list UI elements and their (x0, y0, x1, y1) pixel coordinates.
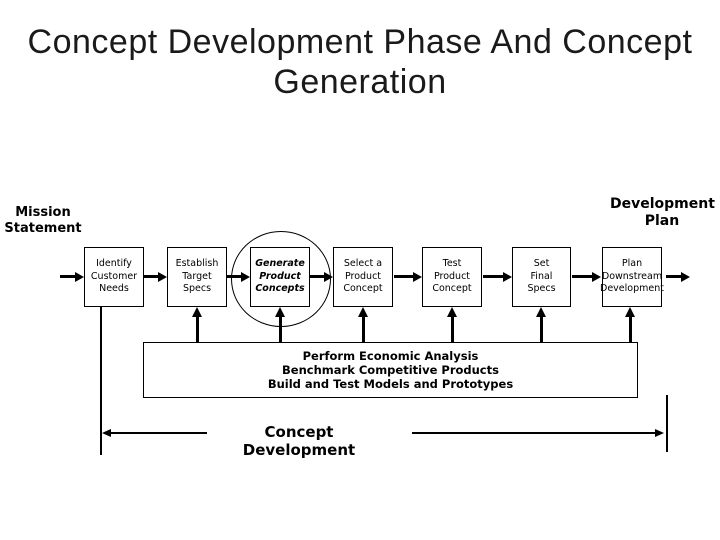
arrow-head-up-icon (625, 307, 635, 317)
arrow-head-right-icon (158, 272, 167, 282)
arrow-stem (572, 275, 592, 278)
arrow-head-right-icon (503, 272, 512, 282)
flow-box-establish-target-specs: Establish Target Specs (167, 247, 227, 307)
page-title: Concept Development Phase And Concept Ge… (0, 22, 720, 102)
flow-box-plan-downstream-development: Plan Downstream Development (600, 247, 664, 307)
arrow-stem (144, 275, 159, 278)
arrow-head-right-icon (655, 429, 664, 437)
arrow-stem (196, 317, 199, 342)
arrow-head-left-icon (102, 429, 111, 437)
support-activities-text: Perform Economic Analysis Benchmark Comp… (267, 349, 514, 391)
support-activities-box: Perform Economic Analysis Benchmark Comp… (143, 342, 638, 398)
flow-box-label: Test Product Concept (432, 258, 472, 295)
arrow-head-up-icon (192, 307, 202, 317)
arrow-head-up-icon (275, 307, 285, 317)
arrow-stem (110, 432, 207, 434)
arrow-head-right-icon (592, 272, 601, 282)
arrow-head-right-icon (241, 272, 250, 282)
flow-box-label: Set Final Specs (527, 258, 556, 295)
flow-box-label: Plan Downstream Development (600, 258, 664, 295)
flow-box-label: Establish Target Specs (175, 258, 219, 295)
flow-box-set-final-specs: Set Final Specs (512, 247, 571, 307)
flow-box-label: Select a Product Concept (343, 258, 383, 295)
arrow-stem (362, 317, 365, 342)
arrow-stem (394, 275, 413, 278)
arrow-stem (310, 275, 325, 278)
flow-box-select-a-product-concept: Select a Product Concept (333, 247, 393, 307)
arrow-head-right-icon (75, 272, 84, 282)
bracket-right-line (666, 395, 668, 452)
arrow-head-up-icon (358, 307, 368, 317)
arrow-stem (483, 275, 503, 278)
arrow-stem (412, 432, 655, 434)
arrow-stem (227, 275, 242, 278)
arrow-stem (60, 275, 76, 278)
flow-box-label: Generate Product Concepts (255, 258, 305, 295)
bracket-left-line (100, 306, 102, 455)
arrow-stem (540, 317, 543, 342)
flow-box-generate-product-concepts: Generate Product Concepts (250, 247, 310, 307)
flow-box-identify-customer-needs: Identify Customer Needs (84, 247, 144, 307)
flow-box-label: Identify Customer Needs (90, 258, 138, 295)
arrow-stem (629, 317, 632, 342)
arrow-stem (666, 275, 681, 278)
arrow-stem (451, 317, 454, 342)
arrow-head-right-icon (413, 272, 422, 282)
page-title-line2: Generation (273, 63, 447, 101)
arrow-stem (279, 317, 282, 342)
arrow-head-right-icon (324, 272, 333, 282)
arrow-head-up-icon (447, 307, 457, 317)
mission-statement-label: Mission Statement (4, 205, 82, 236)
arrow-head-right-icon (681, 272, 690, 282)
development-plan-label: Development Plan (610, 196, 715, 229)
concept-development-label: Concept Development (213, 423, 385, 459)
flow-box-test-product-concept: Test Product Concept (422, 247, 482, 307)
page-title-line1: Concept Development Phase And Concept (27, 23, 693, 61)
arrow-head-up-icon (536, 307, 546, 317)
